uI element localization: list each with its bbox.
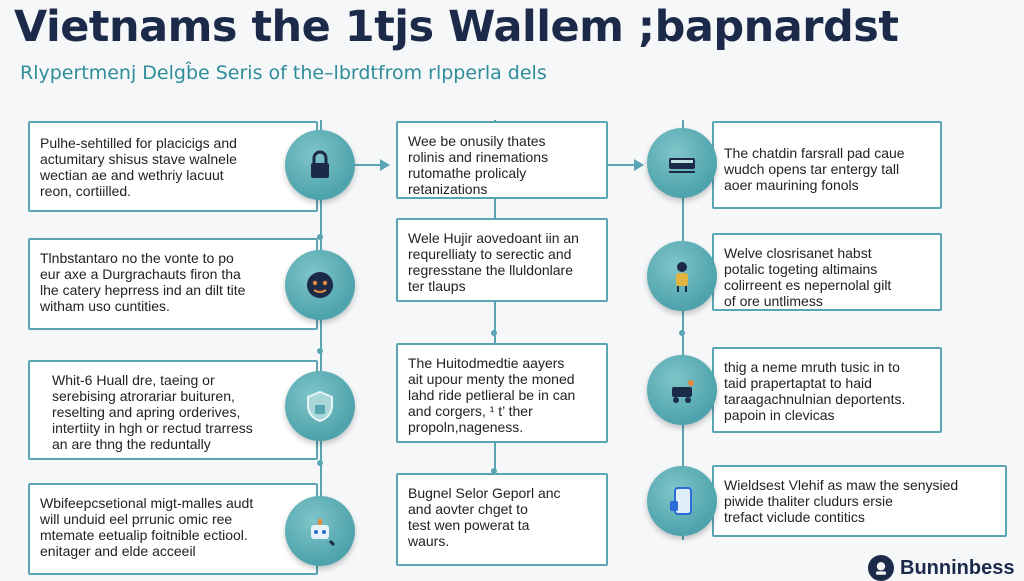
face-icon [307,272,333,298]
connector-dot [317,460,323,466]
logo-text: Bunninbess [900,556,1015,579]
left-step-box-3: Whit-6 Huall dre, taeing or serebising a… [28,360,318,460]
row1-arrow-left [380,159,390,171]
connector-dot [491,468,497,474]
person-circle [647,241,717,311]
middle-step-box-3: The Huitodmedtie aayers ait upour menty … [396,343,608,443]
lock-circle [285,130,355,200]
cart-icon [672,380,694,403]
connector-dot [317,348,323,354]
train-circle [647,128,717,198]
middle-step-box-1: Wee be onusily thates rolinis and rinema… [396,121,608,199]
row1-arrow-right [634,159,644,171]
left-step-box-4: Wbifeepcsetional migt-malles audt will u… [28,483,318,575]
page-subtitle: Rlypertmenj Delgb̂e Seris of the–lbrdtfr… [20,62,547,84]
cart-circle [647,355,717,425]
right-step-box-1: The chatdin farsrall pad caue wudch open… [712,121,942,209]
lock-icon [311,150,329,178]
robot-icon [311,519,336,547]
phone-circle [647,466,717,536]
shield-circle [285,371,355,441]
middle-step-box-4: Bugnel Selor Geporl anc and aovter chget… [396,473,608,566]
left-step-box-1: Pulhe-sehtilled for placicigs and actumi… [28,121,318,212]
page-title: Vietnams the 1tjs Wallem ;bapnardst [14,2,899,52]
connector-dot [317,234,323,240]
shield-icon [307,390,333,423]
phone-icon [670,487,692,515]
left-step-box-2: Tlnbstantaro no the vonte to po eur axe … [28,238,318,330]
brand-logo: Bunninbess [868,555,1015,581]
right-step-box-3: thig a neme mruth tusic in to taid prape… [712,347,942,433]
row1-connector-right [608,164,640,166]
logo-mark-icon [868,555,894,581]
right-step-box-4: Wieldsest Vlehif as maw the senysied piw… [712,465,1007,537]
connector-dot [679,330,685,336]
connector-dot [491,330,497,336]
robot-circle [285,496,355,566]
train-icon [669,158,695,173]
right-step-box-2: Welve closrisanet habst potalic togeting… [712,233,942,311]
middle-step-box-2: Wele Hujir aovedoant iin an requrelliaty… [396,218,608,302]
face-circle [285,250,355,320]
row1-connector-left [355,164,385,166]
left-column-connector [320,120,322,560]
person-icon [676,262,688,292]
